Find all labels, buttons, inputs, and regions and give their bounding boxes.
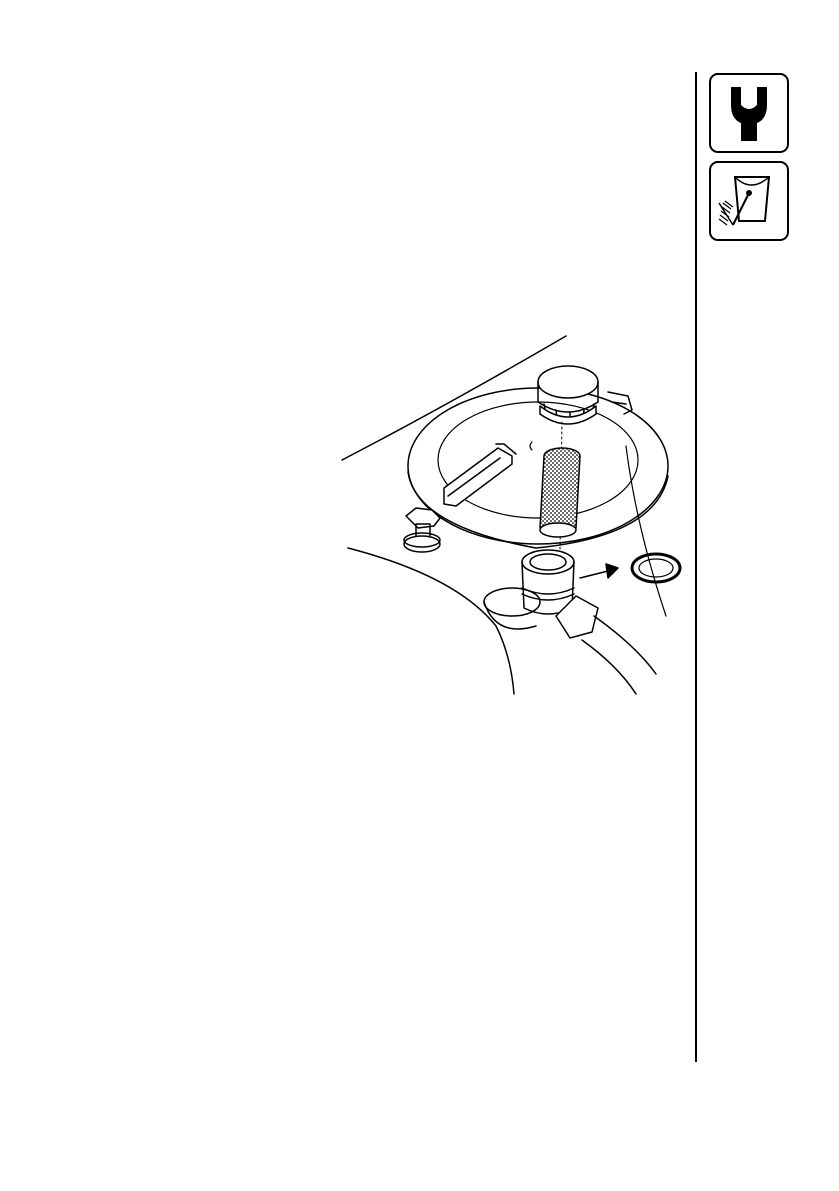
tank-filter-drawing <box>336 326 700 698</box>
drain-knob <box>404 508 440 552</box>
maintenance-section-icon <box>709 73 789 153</box>
arrow <box>580 564 618 578</box>
cleaning-section-icon <box>709 161 789 241</box>
strainer-filter <box>540 448 580 537</box>
wrench-icon <box>711 75 787 151</box>
bucket-brush-icon <box>711 163 787 239</box>
outlet-fitting <box>484 550 598 638</box>
lid-clamp <box>444 444 516 506</box>
o-ring <box>632 554 680 582</box>
tank-edge-upper <box>342 336 566 460</box>
tank-edge-lower <box>348 548 514 694</box>
tank-filter-illustration <box>336 326 700 698</box>
